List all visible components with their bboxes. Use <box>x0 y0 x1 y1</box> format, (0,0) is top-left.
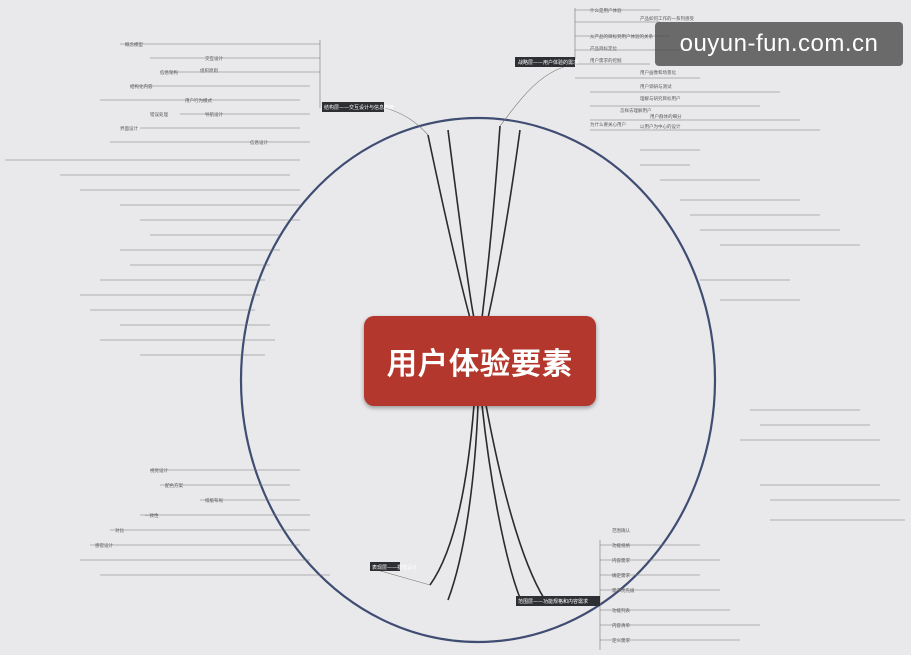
strategy-notes: 什么是用户体验产品如何工作的一系列感受从产品的目标到用户体验的关系产品目标定位用… <box>590 7 694 130</box>
strategy-note-item[interactable]: 用户需求的挖掘 <box>590 57 622 64</box>
surface-note-item[interactable]: 排版布局 <box>205 497 223 504</box>
scope-note-item[interactable]: 定义需求 <box>612 637 630 644</box>
site-watermark: ouyun-fun.com.cn <box>655 22 903 66</box>
branch-scope-label: 范围层——功能规格和内容需求 <box>518 598 588 605</box>
strategy-note-item[interactable]: 理解与研究目标用户 <box>640 95 681 102</box>
structure-note-item[interactable]: 概念模型 <box>125 41 143 48</box>
structure-note-item[interactable]: 交互设计 <box>205 55 223 62</box>
surface-note-item[interactable]: 对比 <box>115 527 124 534</box>
structure-note-item[interactable]: 导航设计 <box>205 111 223 118</box>
strategy-note-item[interactable]: 用户调研与测试 <box>640 83 672 90</box>
structure-note-item[interactable]: 组织原则 <box>200 67 218 74</box>
branch-surface-label: 表现层——视觉设计 <box>372 564 417 571</box>
connector-lines <box>427 125 546 601</box>
branch-scope[interactable]: 范围层——功能规格和内容需求 <box>516 596 600 606</box>
left-detail-lines <box>5 159 300 356</box>
structure-branch-lines <box>100 40 429 143</box>
branch-strategy[interactable]: 战略层——用户体验的需求 <box>515 57 578 67</box>
scope-note-item[interactable]: 范围确认 <box>612 527 630 534</box>
strategy-note-item[interactable]: 用户群体的细分 <box>650 113 682 120</box>
central-topic-node[interactable]: 用户体验要素 <box>364 316 596 406</box>
strategy-note-item[interactable]: 为什么要关心用户 <box>590 121 626 128</box>
strategy-note-item[interactable]: 从产品的目标到用户体验的关系 <box>590 33 653 40</box>
right-detail-lines <box>640 149 905 521</box>
surface-note-item[interactable]: 视觉设计 <box>150 467 168 474</box>
branch-strategy-label: 战略层——用户体验的需求 <box>518 59 578 66</box>
scope-note-item[interactable]: 确定需求 <box>612 572 630 579</box>
structure-note-item[interactable]: 信息设计 <box>250 139 268 146</box>
surface-note-item[interactable]: 一致性 <box>145 512 159 519</box>
branch-structure-label: 结构层——交互设计与信息构架 <box>324 104 394 111</box>
strategy-note-item[interactable]: 怎样去理解用户 <box>620 107 652 114</box>
central-topic-title: 用户体验要素 <box>387 347 573 382</box>
scope-note-item[interactable]: 功能规格 <box>612 542 630 549</box>
strategy-note-item[interactable]: 以用户为中心的设计 <box>640 123 681 130</box>
branch-structure[interactable]: 结构层——交互设计与信息构架 <box>322 102 394 112</box>
branch-surface[interactable]: 表现层——视觉设计 <box>370 562 417 571</box>
strategy-note-item[interactable]: 产品如何工作的一系列感受 <box>640 15 694 22</box>
surface-note-item[interactable]: 配色方案 <box>165 482 183 489</box>
strategy-note-item[interactable]: 什么是用户体验 <box>590 7 622 14</box>
strategy-branch-lines <box>499 8 820 131</box>
scope-note-item[interactable]: 内容需求 <box>612 557 630 564</box>
structure-note-item[interactable]: 用户行为模式 <box>185 97 212 104</box>
structure-note-item[interactable]: 结构化内容 <box>130 83 153 90</box>
structure-note-item[interactable]: 错误处理 <box>150 111 168 118</box>
structure-note-item[interactable]: 界面设计 <box>120 125 138 132</box>
scope-note-item[interactable]: 功能列表 <box>612 607 630 614</box>
lower-branch-lines <box>80 469 760 650</box>
surface-note-item[interactable]: 感官设计 <box>95 542 113 549</box>
structure-note-item[interactable]: 信息架构 <box>160 69 178 76</box>
strategy-note-item[interactable]: 产品目标定位 <box>590 45 617 52</box>
strategy-note-item[interactable]: 用户画像和场景化 <box>640 69 676 76</box>
watermark-text: ouyun-fun.com.cn <box>679 30 879 57</box>
scope-note-item[interactable]: 需求优先级 <box>612 587 635 594</box>
scope-note-item[interactable]: 内容清单 <box>612 622 630 629</box>
